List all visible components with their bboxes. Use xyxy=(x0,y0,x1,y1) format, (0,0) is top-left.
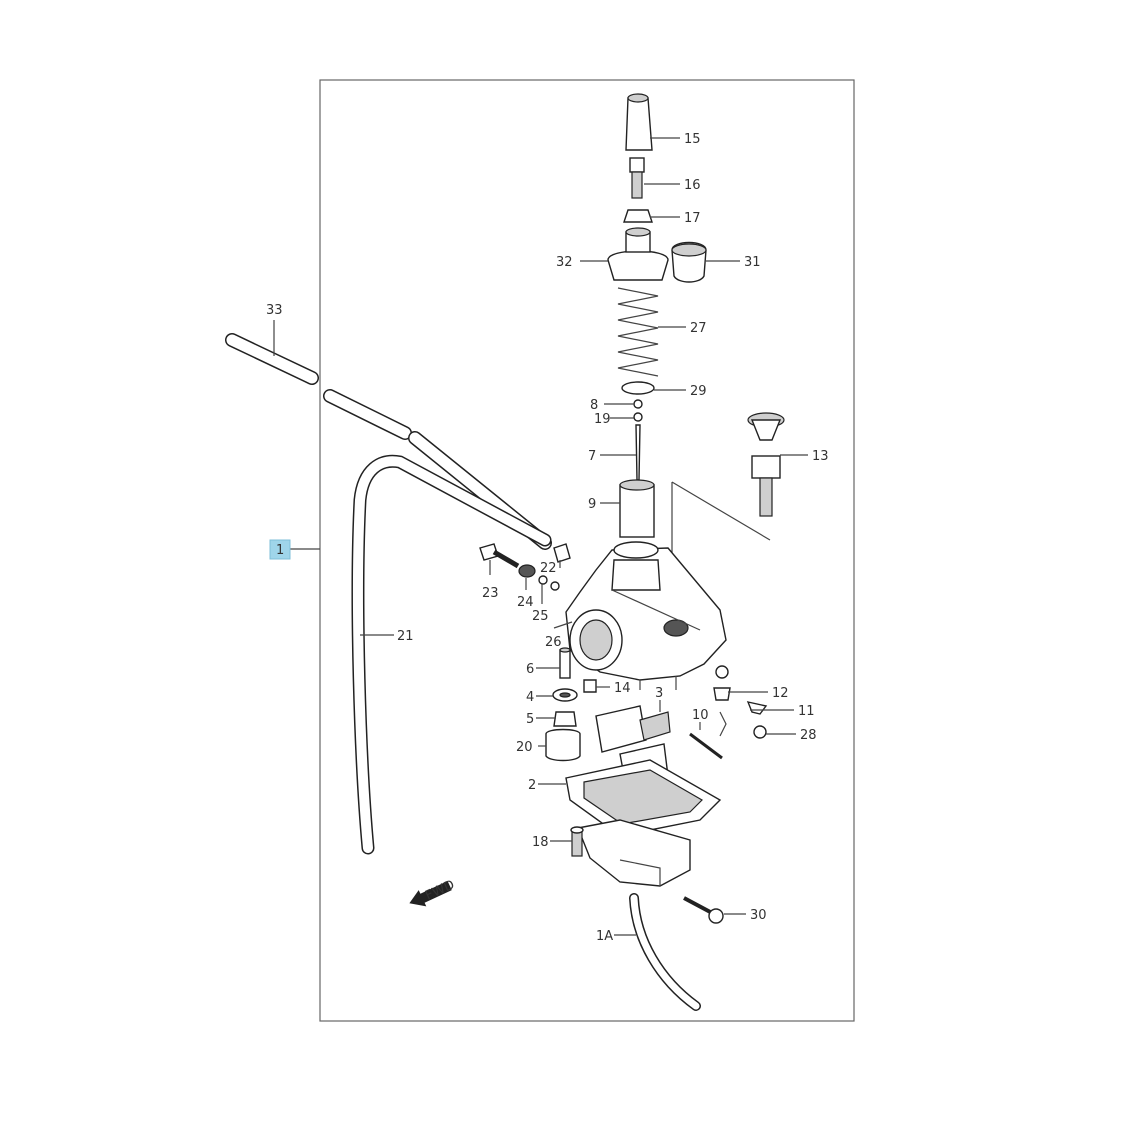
part-23-screw xyxy=(479,543,520,569)
label-23[interactable]: 23 xyxy=(482,586,499,601)
label-19[interactable]: 19 xyxy=(594,412,611,427)
label-21[interactable]: 21 xyxy=(397,629,414,644)
label-7[interactable]: 7 xyxy=(588,449,596,464)
label-18[interactable]: 18 xyxy=(532,835,549,850)
label-17[interactable]: 17 xyxy=(684,211,701,226)
label-33[interactable]: 33 xyxy=(266,303,283,318)
part-13-choke xyxy=(747,412,785,517)
part-15-cap xyxy=(625,93,653,151)
label-4[interactable]: 4 xyxy=(526,690,534,705)
label-26[interactable]: 26 xyxy=(545,635,562,650)
label-13[interactable]: 13 xyxy=(812,449,829,464)
part-10-pin xyxy=(689,732,723,760)
part-5-jet xyxy=(553,711,577,727)
diagram-frame xyxy=(319,79,855,1022)
label-2[interactable]: 2 xyxy=(528,778,536,793)
part-16-adjuster xyxy=(629,157,645,199)
part-8-clip xyxy=(633,399,643,409)
part-24-spring xyxy=(518,564,536,578)
label-27[interactable]: 27 xyxy=(690,321,707,336)
label-5[interactable]: 5 xyxy=(526,712,534,727)
fwd-arrow: FWD xyxy=(409,877,457,907)
label-22[interactable]: 22 xyxy=(540,561,557,576)
part-11-clip xyxy=(719,701,768,737)
label-29[interactable]: 29 xyxy=(690,384,707,399)
label-16[interactable]: 16 xyxy=(684,178,701,193)
part-18-screw xyxy=(570,826,584,857)
label-30[interactable]: 30 xyxy=(750,908,767,923)
part-2-gasket xyxy=(565,759,722,837)
label-9[interactable]: 9 xyxy=(588,497,596,512)
label-32[interactable]: 32 xyxy=(556,255,573,270)
hose-33 xyxy=(225,333,319,385)
part-28-screw xyxy=(753,725,767,739)
carburetor-body xyxy=(565,541,727,690)
label-12[interactable]: 12 xyxy=(772,686,789,701)
hose-33-inner xyxy=(323,389,412,440)
label-1-highlight xyxy=(269,539,291,560)
label-31[interactable]: 31 xyxy=(744,255,761,270)
float-bowl xyxy=(577,819,691,887)
choke-link-line xyxy=(671,481,771,560)
part-31-cover xyxy=(671,241,707,283)
part-30-screw xyxy=(683,896,724,924)
part-12-needle-valve xyxy=(713,665,731,701)
label-11[interactable]: 11 xyxy=(798,704,815,719)
part-17-nut xyxy=(623,209,653,223)
part-20-cap xyxy=(545,728,581,762)
part-22-bolt xyxy=(553,543,571,563)
part-29-retainer xyxy=(621,381,655,395)
label-8[interactable]: 8 xyxy=(590,398,598,413)
part-labels[interactable]: 15 16 17 32 31 33 27 8 29 19 13 7 9 1 22… xyxy=(266,132,829,944)
label-28[interactable]: 28 xyxy=(800,728,817,743)
label-25[interactable]: 25 xyxy=(532,609,549,624)
label-14[interactable]: 14 xyxy=(614,681,631,696)
part-19-washer xyxy=(633,412,643,422)
label-10[interactable]: 10 xyxy=(692,708,709,723)
label-15[interactable]: 15 xyxy=(684,132,701,147)
label-1a[interactable]: 1A xyxy=(596,929,613,944)
hose-21 xyxy=(351,454,552,855)
label-3[interactable]: 3 xyxy=(655,686,663,701)
part-6-jet xyxy=(559,647,571,679)
part-32-top-cap xyxy=(607,227,669,281)
leader-lines xyxy=(273,137,808,936)
part-14-screw xyxy=(583,679,597,693)
label-20[interactable]: 20 xyxy=(516,740,533,755)
part-9-slide xyxy=(619,479,655,538)
label-1[interactable]: 1 xyxy=(276,543,284,558)
label-24[interactable]: 24 xyxy=(517,595,534,610)
part-4-washer xyxy=(552,688,578,702)
part-25-oring xyxy=(538,575,560,591)
label-6[interactable]: 6 xyxy=(526,662,534,677)
fwd-label: FWD xyxy=(423,877,457,903)
part-7-needle xyxy=(635,424,641,481)
part-27-spring xyxy=(617,287,659,377)
hose-1a xyxy=(629,893,701,1011)
